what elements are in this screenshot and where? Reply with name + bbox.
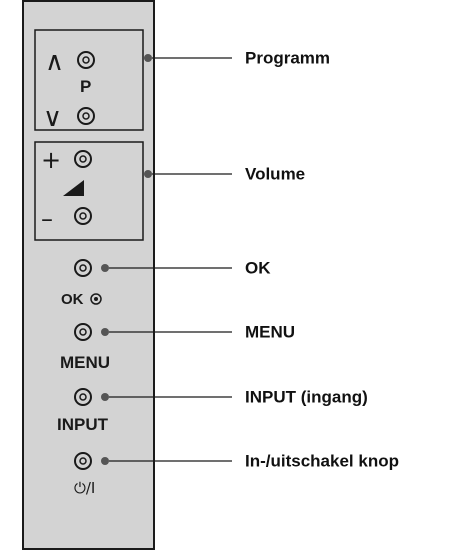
callout-programme: Programm xyxy=(245,49,330,68)
programme-group-box xyxy=(34,29,144,131)
dot-circle-icon xyxy=(90,293,102,305)
programme-up-button[interactable] xyxy=(77,51,95,69)
programme-leader xyxy=(144,54,232,62)
ok-button[interactable] xyxy=(74,259,92,277)
volume-group-box xyxy=(34,141,144,241)
input-label: INPUT xyxy=(57,415,109,434)
chevron-up-icon: ∧ xyxy=(45,47,64,77)
callout-power: In-/uitschakel knop xyxy=(245,452,399,471)
minus-icon: – xyxy=(41,205,53,233)
menu-label: MENU xyxy=(60,353,110,372)
volume-down-button[interactable] xyxy=(74,207,92,225)
power-button[interactable] xyxy=(74,452,92,470)
input-button[interactable] xyxy=(74,388,92,406)
input-leader xyxy=(101,393,232,401)
power-leader xyxy=(101,457,232,465)
menu-button[interactable] xyxy=(74,323,92,341)
callout-ok: OK xyxy=(245,259,271,278)
callout-menu: MENU xyxy=(245,323,295,342)
ok-label: OK xyxy=(61,291,84,308)
callout-volume: Volume xyxy=(245,165,305,184)
chevron-down-icon: ∨ xyxy=(43,103,62,133)
plus-icon: + xyxy=(41,146,61,174)
menu-leader xyxy=(101,328,232,336)
programme-down-button[interactable] xyxy=(77,107,95,125)
volume-leader xyxy=(144,170,232,178)
volume-wedge-icon xyxy=(63,180,84,196)
callout-input: INPUT (ingang) xyxy=(245,388,368,407)
ok-leader xyxy=(101,264,232,272)
volume-up-button[interactable] xyxy=(74,150,92,168)
power-icon: ⏻/I xyxy=(74,479,95,497)
programme-letter: P xyxy=(80,77,91,96)
